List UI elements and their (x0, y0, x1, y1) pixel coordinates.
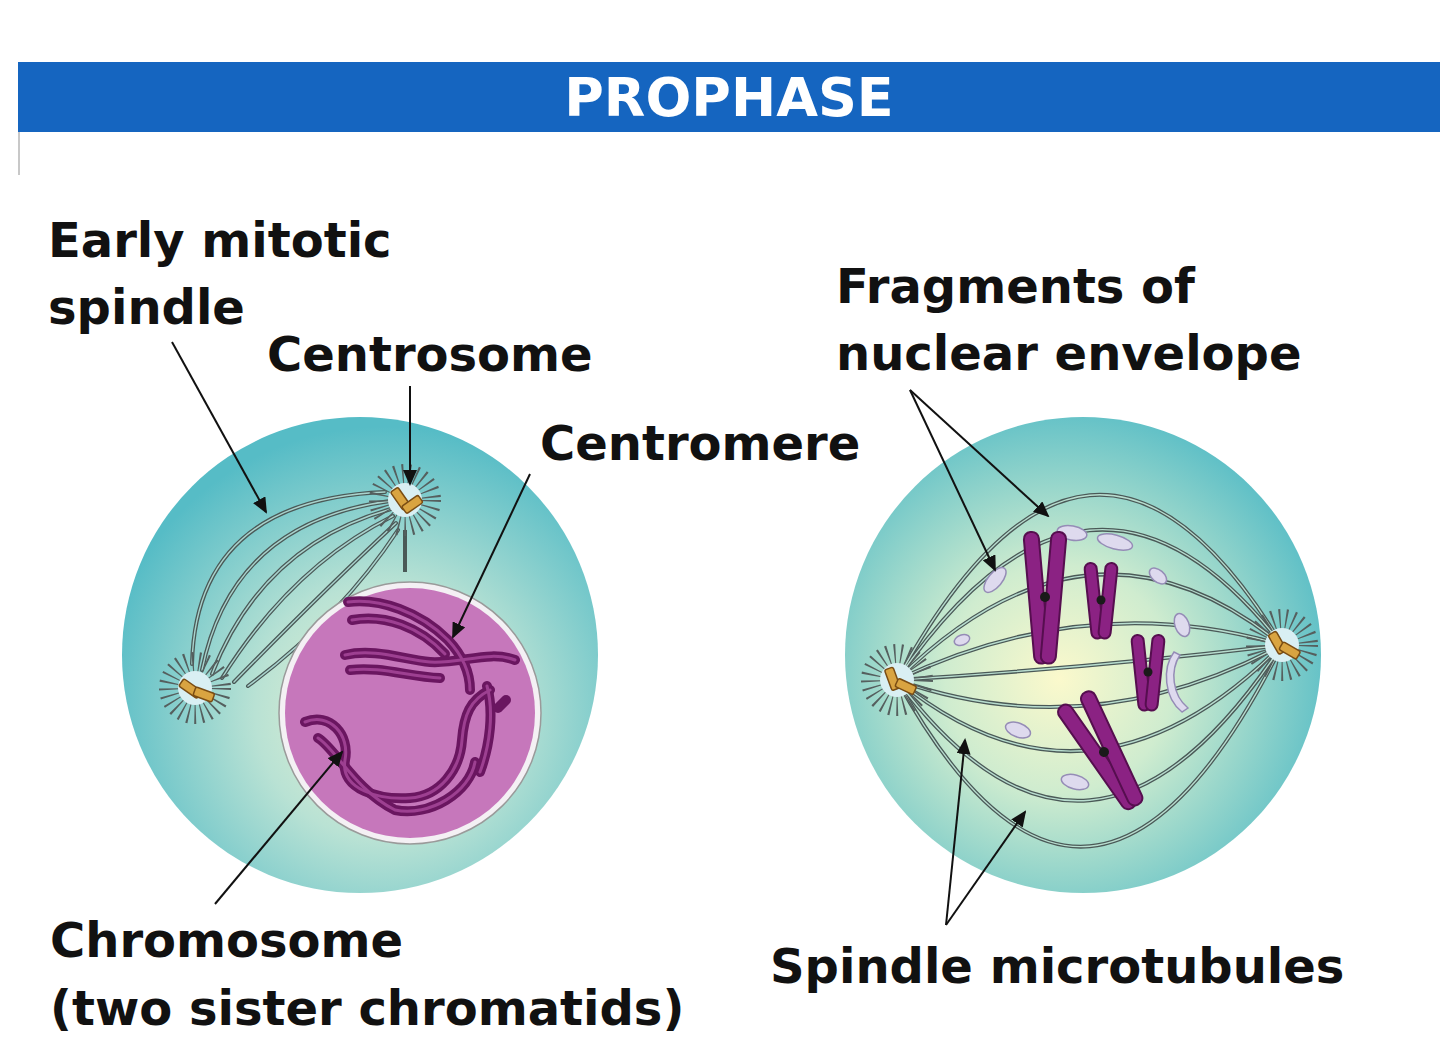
centrosome-right-right-part (1279, 642, 1301, 660)
chromatin-strands-part-part (348, 601, 470, 690)
late-prophase-cell (845, 417, 1321, 893)
leader-lines-part (409, 386, 411, 484)
centrosome-right-right-part (1256, 619, 1308, 671)
spindle-fibers-part-part (897, 645, 1282, 801)
condensed-chromosomes-part-part (1040, 531, 1066, 664)
chromatin-strands-part-part (480, 686, 491, 772)
centrosome-left-bottom-part (193, 687, 215, 702)
condensed-chromosomes-part (1084, 562, 1118, 639)
condensed-chromosomes-part-part (1079, 689, 1145, 808)
condensed-chromosomes-part-part (1144, 668, 1153, 677)
spindle-fibers-part-part (897, 645, 1282, 801)
chromatin-strands-part (305, 601, 515, 811)
chromatin-strands-part-part (498, 700, 506, 708)
chromatin-strands-part-part (350, 669, 440, 678)
condensed-chromosomes-part-part (1040, 592, 1050, 602)
nuclear-envelope-fragments-part (1166, 652, 1188, 712)
condensed-chromosomes (1023, 531, 1165, 817)
centrosome-left-top-part (379, 474, 431, 526)
centrosome-right-left (871, 654, 923, 706)
late-prophase-cell-part (845, 417, 1321, 893)
nuclear-envelope-fragments-part (1171, 611, 1192, 638)
chromatin-strands-part (305, 601, 515, 811)
condensed-chromosomes-part-part (1097, 745, 1111, 759)
centrosome-left-top-part (402, 495, 424, 514)
chromatin-strands-part-part (348, 601, 470, 690)
spindle-fibers-part-part (897, 645, 1282, 680)
condensed-chromosomes-part (1023, 531, 1066, 664)
spindle-fibers-part-part (897, 645, 1282, 847)
spindle-fibers-part (897, 495, 1282, 847)
condensed-chromosomes-part (1055, 688, 1154, 817)
nuclear-envelope-fragments-part (1060, 772, 1091, 793)
chromatin-strands-part-part (318, 738, 475, 811)
leader-lines-part (910, 390, 995, 570)
part-label: Spindle microtubules (770, 933, 1390, 1000)
leader-lines-part (215, 752, 342, 904)
chromatin-strands-part-part (345, 653, 515, 662)
part-label: Centrosome (267, 321, 627, 388)
leader-lines-part (946, 740, 965, 925)
part-label: (two sister chromatids) (50, 975, 730, 1042)
diagram-title: PROPHASE (18, 62, 1440, 132)
part-label: Chromosome (50, 907, 450, 974)
spindle-fibers-part-part (897, 495, 1282, 680)
nucleus (279, 582, 541, 844)
spindle-fibers (897, 495, 1282, 847)
spindle-fibers-part (897, 495, 1282, 847)
chromatin-strands-part-part (480, 686, 491, 772)
leader-lines-part (453, 474, 530, 637)
nuclear-envelope-fragments-part (1146, 565, 1169, 587)
early-prophase-cell (122, 417, 598, 893)
leader-lines-part (910, 390, 1048, 516)
nucleus-part (285, 588, 535, 838)
condensed-chromosomes-part (1131, 634, 1165, 711)
chromatin-strands-part-part (352, 619, 445, 654)
early-spindle-part (403, 530, 407, 572)
chromatin-strands-part-part (350, 669, 440, 678)
chromatin-strands-part-part (305, 690, 490, 798)
nuclear-envelope-fragments-part (1096, 531, 1134, 554)
nuclear-envelope-fragments (953, 524, 1193, 793)
spindle-fibers-part-part (897, 530, 1282, 680)
condensed-chromosomes-part-part (1097, 596, 1106, 605)
part-label: Fragments of nuclear envelope (836, 253, 1336, 387)
leader-lines-part (946, 812, 1025, 925)
nuclear-envelope-fragments-part (1003, 719, 1032, 741)
part-label: Early mitotic spindle (48, 207, 448, 341)
chromatin-strands-part-part (345, 653, 515, 662)
spindle-fibers-part-part (897, 645, 1282, 847)
title-banner-part (18, 62, 1440, 132)
title-banner-part (18, 132, 20, 175)
leader-lines (172, 342, 1048, 925)
title-banner (18, 62, 1440, 175)
nucleus-part (279, 582, 541, 844)
spindle-fibers-part-part (897, 645, 1282, 680)
chromatin-strands (305, 601, 515, 811)
leader-lines-part (172, 342, 266, 512)
early-prophase-cell-part (122, 417, 598, 893)
part-label: Centromere (540, 410, 900, 477)
spindle-fibers-part-part (897, 530, 1282, 680)
centrosome-left-bottom (169, 662, 221, 714)
centrosome-left-bottom-part (169, 662, 221, 714)
centrosome-right-left-part (871, 654, 923, 706)
centrosome-right-right (1256, 619, 1308, 671)
centrosome-right-left-part (895, 678, 917, 695)
nuclear-envelope-fragments-part (953, 633, 971, 648)
centrosome-left-top (379, 474, 431, 526)
spindle-fibers-part-part (897, 495, 1282, 680)
